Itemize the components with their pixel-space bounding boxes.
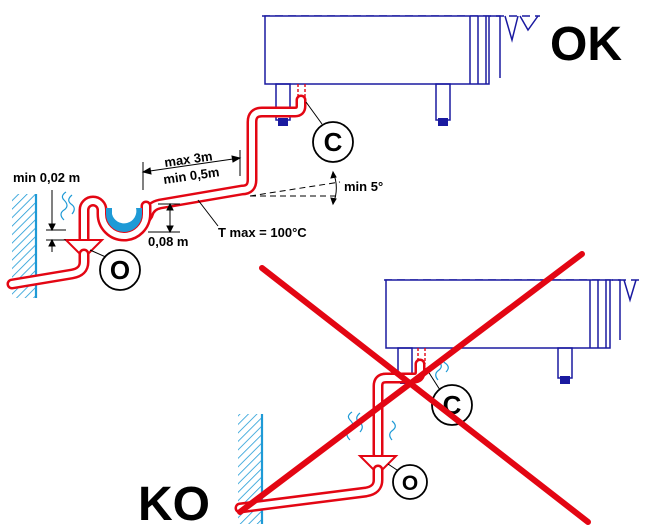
- appliance-top: [262, 15, 540, 121]
- leader-t-max: [197, 199, 219, 227]
- dim-slope: [249, 170, 341, 206]
- callout-o-top: [99, 249, 141, 291]
- ok-scenario: min 0,02 m max 3m min 0,5m min 5°: [6, 15, 622, 298]
- label-max-length: max 3m: [163, 148, 213, 170]
- ko-label: KO: [138, 478, 210, 531]
- dim-trap-depth: [148, 202, 180, 234]
- label-min-slope: min 5°: [344, 179, 383, 194]
- steam-icon: [60, 191, 75, 221]
- label-trap-depth: 0,08 m: [148, 234, 188, 249]
- leader-c-top: [305, 101, 323, 125]
- callout-c-top-label: C: [324, 127, 343, 157]
- callout-c-bottom: [431, 384, 473, 426]
- callout-c-top: [312, 121, 354, 163]
- label-t-max: T max = 100°C: [218, 225, 307, 240]
- ok-label: OK: [550, 18, 622, 71]
- dim-min-gap: [46, 190, 66, 252]
- foot-right: [438, 118, 448, 126]
- condensate-inlet: [297, 84, 306, 100]
- water-seal: [106, 208, 142, 232]
- foot-right-ko: [560, 376, 570, 384]
- dim-length: [141, 150, 242, 190]
- callout-o-top-label: O: [110, 255, 130, 285]
- callout-o-bottom: [392, 464, 428, 500]
- foot-left: [278, 118, 288, 126]
- ko-cross-icon: [237, 251, 591, 525]
- callout-o-bottom-label: O: [402, 472, 418, 495]
- ko-scenario: C O KO: [138, 251, 640, 531]
- siphon-trap: [78, 195, 152, 246]
- label-min-gap: min 0,02 m: [13, 170, 80, 185]
